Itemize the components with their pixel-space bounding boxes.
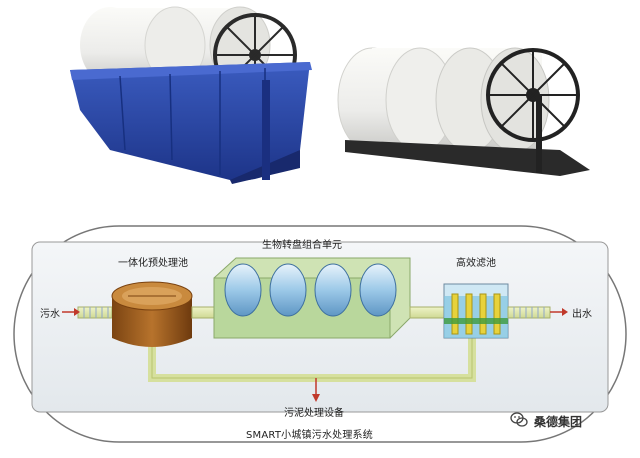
diagram-caption: SMART小城镇污水处理系统	[246, 426, 373, 441]
label-sludge: 污泥处理设备	[284, 404, 344, 419]
brand-name: 桑德集团	[534, 413, 582, 430]
label-outlet: 出水	[572, 305, 592, 320]
filter-tank	[444, 284, 508, 338]
wechat-icon	[510, 411, 528, 429]
label-filter: 高效滤池	[456, 254, 496, 269]
brand-watermark: 桑德集团	[510, 408, 620, 434]
label-rbc-unit: 生物转盘组合单元	[262, 236, 342, 251]
rbc-unit	[214, 258, 410, 338]
label-pretreatment: 一体化预处理池	[118, 254, 188, 269]
pretreatment-tank	[112, 282, 192, 347]
label-inlet: 污水	[40, 305, 60, 320]
